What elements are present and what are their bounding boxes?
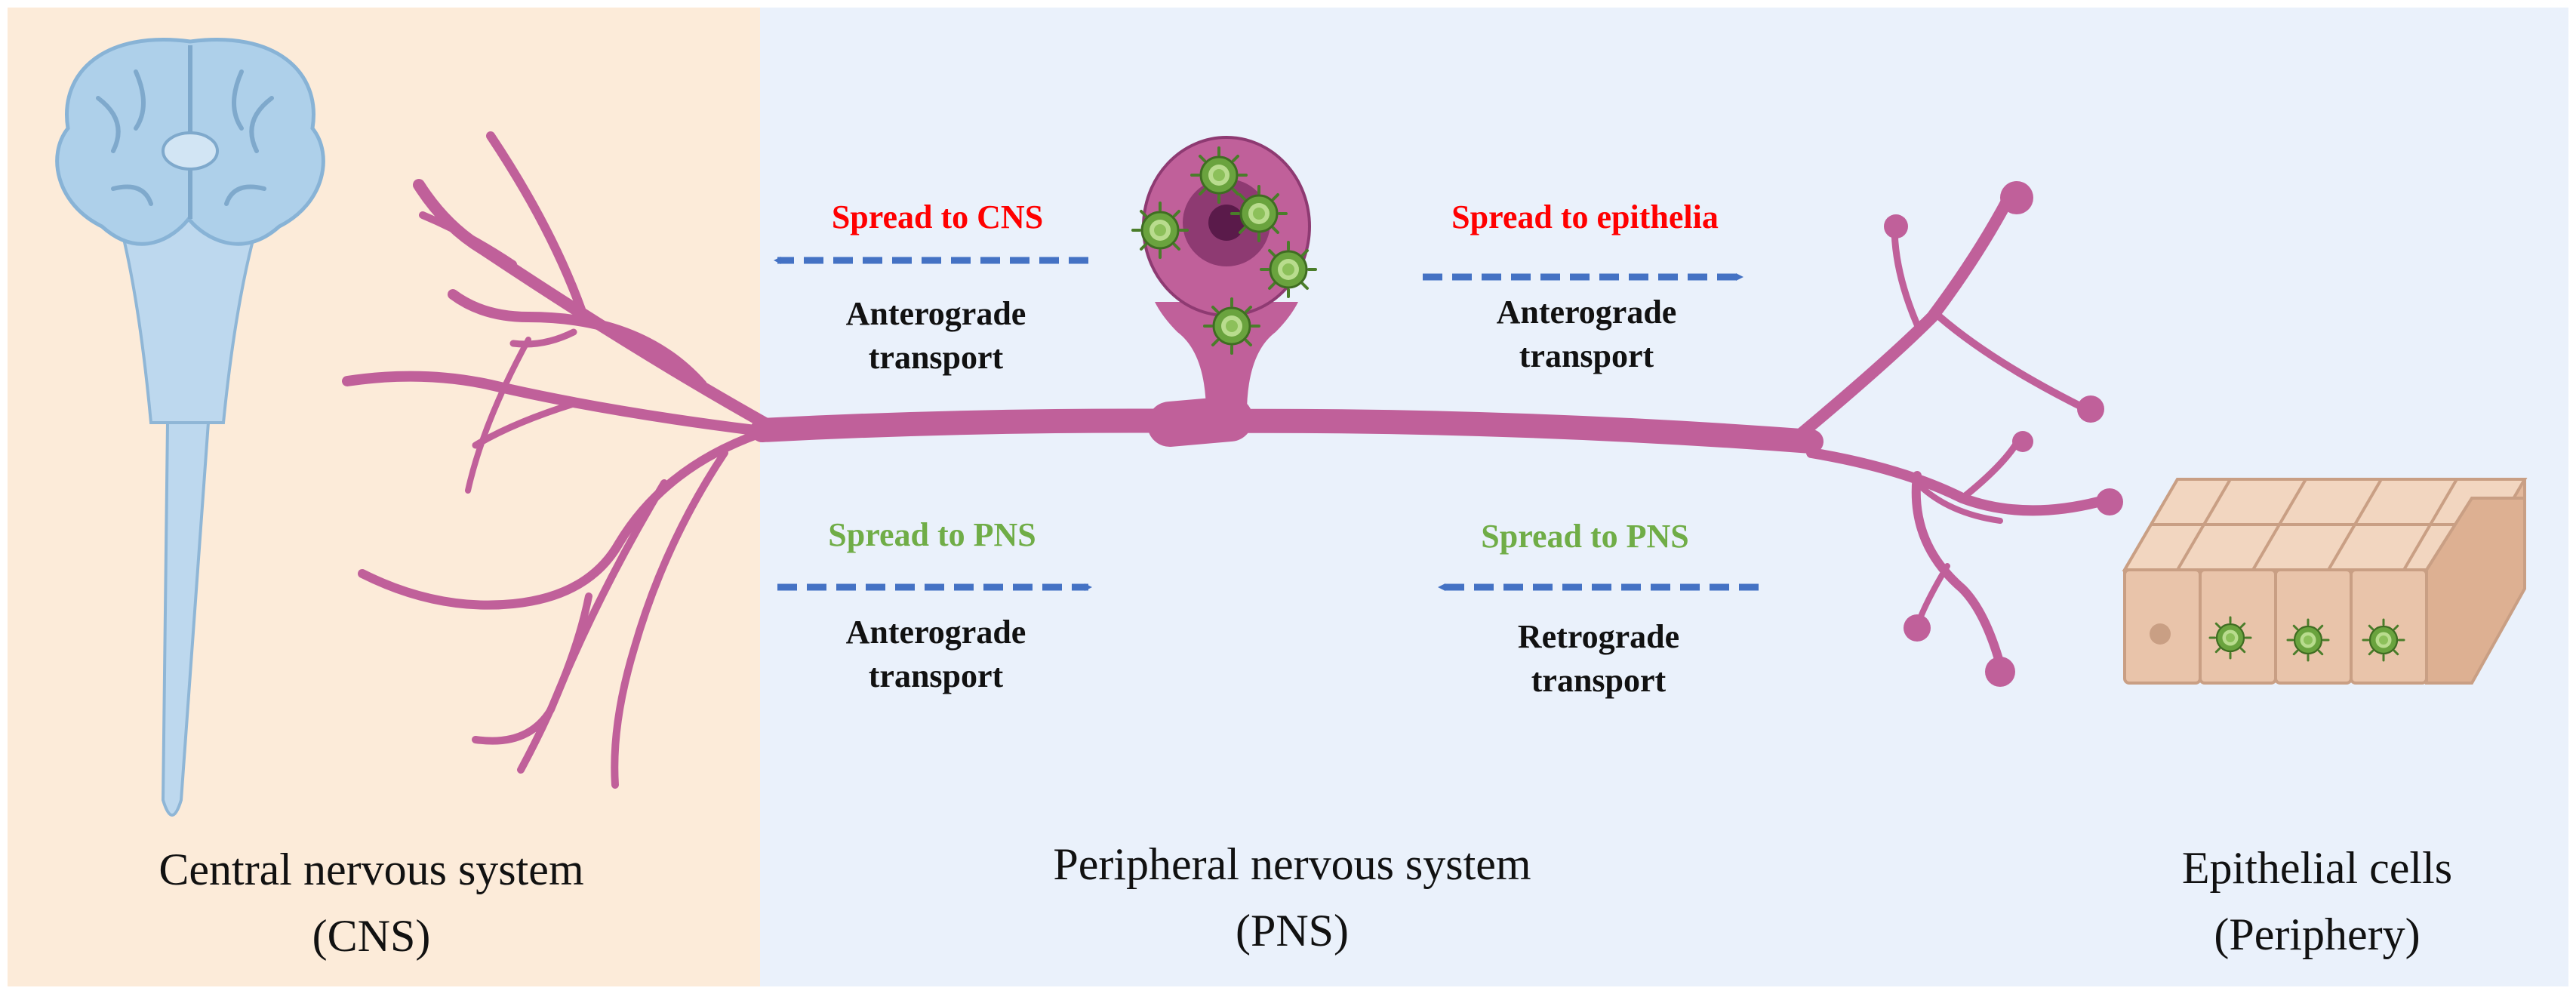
neuron-icon — [342, 131, 2123, 789]
epithelial-cells-icon — [2122, 478, 2528, 685]
brain-spinal-cord-icon — [55, 38, 325, 817]
cns-region-label: Central nervous system — [158, 845, 583, 894]
pns-region-abbrev: (PNS) — [1236, 906, 1349, 956]
transport-label-line2: transport — [1519, 337, 1654, 374]
transport-label-line1: Anterograde — [846, 295, 1026, 332]
epithelial-region-sublabel: (Periphery) — [2214, 909, 2420, 959]
spread-to-cns-label: Spread to CNS — [832, 198, 1043, 235]
spread-to-epithelia-label: Spread to epithelia — [1451, 198, 1719, 235]
pns-region-label: Peripheral nervous system — [1053, 839, 1531, 889]
spread-to-pns-label: Spread to PNS — [828, 516, 1036, 553]
transport-label-line2: transport — [869, 339, 1004, 376]
cns-region-abbrev: (CNS) — [312, 911, 431, 961]
epithelial-region-label: Epithelial cells — [2182, 843, 2452, 893]
transport-label-line1: Anterograde — [1497, 294, 1677, 331]
transport-label-line1: Anterograde — [846, 614, 1026, 651]
transport-label-line1: Retrograde — [1518, 618, 1679, 655]
transport-label-line2: transport — [1531, 662, 1667, 699]
transport-label-line2: transport — [869, 657, 1004, 694]
spread-to-pns-label: Spread to PNS — [1481, 518, 1688, 555]
